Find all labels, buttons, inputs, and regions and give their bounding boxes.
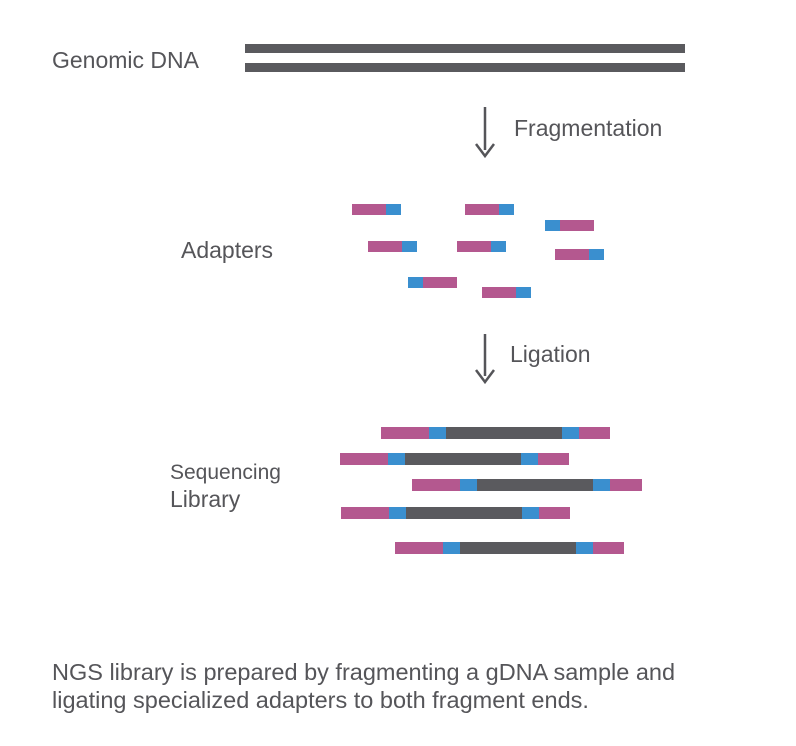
adapter bbox=[368, 241, 417, 252]
ligation-label: Ligation bbox=[510, 341, 591, 367]
caption: NGS library is prepared by fragmenting a… bbox=[52, 658, 782, 714]
adapter bbox=[482, 287, 531, 298]
library-label: Library bbox=[170, 486, 241, 512]
adapter-group bbox=[352, 204, 604, 298]
genomic-dna-label: Genomic DNA bbox=[52, 47, 200, 73]
library-fragment bbox=[381, 427, 610, 439]
dna-strand-bottom bbox=[245, 63, 685, 72]
adapter bbox=[352, 204, 401, 215]
genomic-dna-strands bbox=[245, 44, 685, 72]
caption-line-1: NGS library is prepared by fragmenting a… bbox=[52, 659, 676, 685]
library-fragment bbox=[395, 542, 624, 554]
adapter bbox=[465, 204, 514, 215]
adapter bbox=[545, 220, 594, 231]
adapters-label: Adapters bbox=[181, 237, 273, 263]
adapter bbox=[555, 249, 604, 260]
sequencing-label: Sequencing bbox=[170, 461, 281, 484]
caption-line-2: ligating specialized adapters to both fr… bbox=[52, 687, 589, 713]
adapter bbox=[408, 277, 457, 288]
library-fragment bbox=[341, 507, 570, 519]
library-fragments bbox=[340, 427, 642, 554]
fragmentation-arrow bbox=[475, 107, 495, 159]
library-fragment bbox=[412, 479, 642, 491]
dna-strand-top bbox=[245, 44, 685, 53]
ligation-arrow bbox=[475, 334, 495, 385]
adapter bbox=[457, 241, 506, 252]
library-fragment bbox=[340, 453, 569, 465]
fragmentation-label: Fragmentation bbox=[514, 115, 662, 141]
